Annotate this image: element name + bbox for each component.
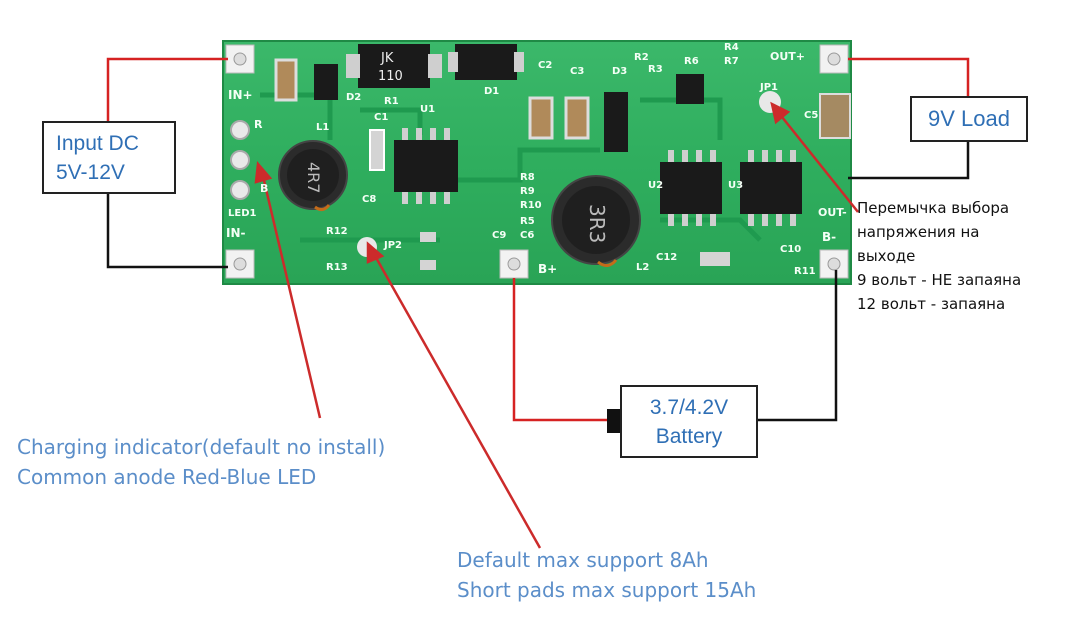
pads-pointer-line bbox=[372, 253, 542, 549]
silk-c1: C1 bbox=[374, 112, 389, 123]
jumper-pointer-line bbox=[777, 111, 859, 213]
ru-note-line3: выходе bbox=[857, 247, 916, 265]
led-pointer-line bbox=[260, 171, 322, 419]
silk-r: R bbox=[254, 118, 263, 131]
load-box: 9V Load bbox=[910, 96, 1028, 142]
silk-c12: C12 bbox=[656, 252, 678, 263]
silk-r13: R13 bbox=[326, 262, 348, 273]
ru-note-line5: 12 вольт - запаяна bbox=[857, 295, 1006, 313]
ru-note-line2: напряжения на bbox=[857, 223, 980, 241]
silk-r5: R5 bbox=[520, 216, 535, 227]
silk-d2: D2 bbox=[346, 92, 362, 103]
battery-label: Battery bbox=[655, 425, 723, 448]
silk-r8: R8 bbox=[520, 172, 535, 183]
battery-voltage-label: 3.7/4.2V bbox=[649, 396, 729, 419]
silk-jp2: JP2 bbox=[384, 240, 403, 251]
silk-d1: D1 bbox=[484, 86, 500, 97]
silk-in-plus: IN+ bbox=[228, 88, 253, 102]
jumper-pointer-head bbox=[770, 101, 791, 125]
ru-note-line4: 9 вольт - НЕ запаяна bbox=[857, 271, 1022, 289]
silk-r4: R4 bbox=[724, 42, 739, 53]
input-dc-box: Input DC 5V-12V bbox=[42, 121, 176, 194]
silk-c10: C10 bbox=[780, 244, 802, 255]
silk-u3: U3 bbox=[728, 180, 744, 191]
silk-c5: C5 bbox=[804, 110, 819, 121]
led-note-line1: Charging indicator(default no install) bbox=[17, 435, 386, 459]
l2-marking: 3R3 bbox=[585, 204, 609, 243]
silk-out-plus: OUT+ bbox=[770, 50, 806, 63]
silk-l1: L1 bbox=[316, 122, 330, 133]
ic-u2 bbox=[660, 150, 722, 226]
silk-r10: R10 bbox=[520, 200, 542, 211]
silk-r6: R6 bbox=[684, 56, 699, 67]
ic-u3 bbox=[740, 150, 802, 226]
pointer-arrows bbox=[254, 101, 859, 549]
load-positive-wire bbox=[848, 57, 970, 96]
input-dc-label: Input DC bbox=[56, 132, 139, 155]
silk-r3: R3 bbox=[648, 64, 663, 75]
diode-jk: JK 110 bbox=[346, 44, 442, 88]
led-note-line2: Common anode Red-Blue LED bbox=[17, 465, 317, 489]
silk-u2: U2 bbox=[648, 180, 664, 191]
ic-u1 bbox=[394, 128, 458, 204]
silk-r1: R1 bbox=[384, 96, 399, 107]
input-negative-wire bbox=[106, 194, 228, 269]
silk-jp1: JP1 bbox=[760, 82, 779, 93]
diode-d1 bbox=[448, 44, 524, 80]
silk-out-minus: OUT- bbox=[818, 206, 847, 219]
silk-c8: C8 bbox=[362, 194, 377, 205]
small-components bbox=[274, 58, 851, 270]
pads-note-line2: Short pads max support 15Ah bbox=[457, 578, 757, 602]
led-note: Charging indicator(default no install) C… bbox=[17, 432, 385, 492]
l1-marking: 4R7 bbox=[304, 162, 323, 193]
silk-c2: C2 bbox=[538, 60, 553, 71]
silk-l2: L2 bbox=[636, 262, 650, 273]
silk-b-plus: B+ bbox=[538, 262, 558, 276]
silk-d3: D3 bbox=[612, 66, 628, 77]
silk-r11: R11 bbox=[794, 266, 816, 277]
silk-r12: R12 bbox=[326, 226, 348, 237]
input-positive-wire bbox=[106, 57, 228, 121]
pads-note: Default max support 8Ah Short pads max s… bbox=[457, 545, 756, 605]
led-pads bbox=[230, 120, 250, 200]
silk-b-led: B bbox=[260, 182, 269, 195]
silk-in-minus: IN- bbox=[226, 226, 246, 240]
ru-note-line1: Перемычка выбора bbox=[857, 199, 1010, 217]
silk-b-minus: B- bbox=[822, 230, 837, 244]
silk-u1: U1 bbox=[420, 104, 436, 115]
wires bbox=[106, 57, 970, 422]
silk-r9: R9 bbox=[520, 186, 535, 197]
voltage-jumper-note: Перемычка выбора напряжения на выходе 9 … bbox=[857, 196, 1021, 316]
led-pointer-head bbox=[254, 161, 273, 184]
pads-pointer-head bbox=[366, 241, 385, 264]
silk-r2: R2 bbox=[634, 52, 649, 63]
silk-c9: C9 bbox=[492, 230, 507, 241]
input-voltage-label: 5V-12V bbox=[56, 161, 125, 184]
silk-c3: C3 bbox=[570, 66, 585, 77]
load-negative-wire bbox=[848, 142, 970, 180]
silk-led1: LED1 bbox=[228, 208, 257, 219]
inductor-l2: 3R3 bbox=[551, 175, 641, 267]
jk-text: JK bbox=[380, 51, 394, 66]
battery-positive-wire bbox=[512, 278, 607, 422]
battery-box: 3.7/4.2V Battery bbox=[620, 385, 758, 458]
inductor-l1: 4R7 bbox=[278, 140, 348, 212]
silk-c6: C6 bbox=[520, 230, 535, 241]
jk-code: 110 bbox=[378, 69, 403, 84]
battery-terminal bbox=[607, 409, 621, 433]
load-label: 9V Load bbox=[928, 106, 1010, 131]
pads-note-line1: Default max support 8Ah bbox=[457, 548, 709, 572]
battery-negative-wire bbox=[758, 270, 838, 422]
silk-r7: R7 bbox=[724, 56, 739, 67]
